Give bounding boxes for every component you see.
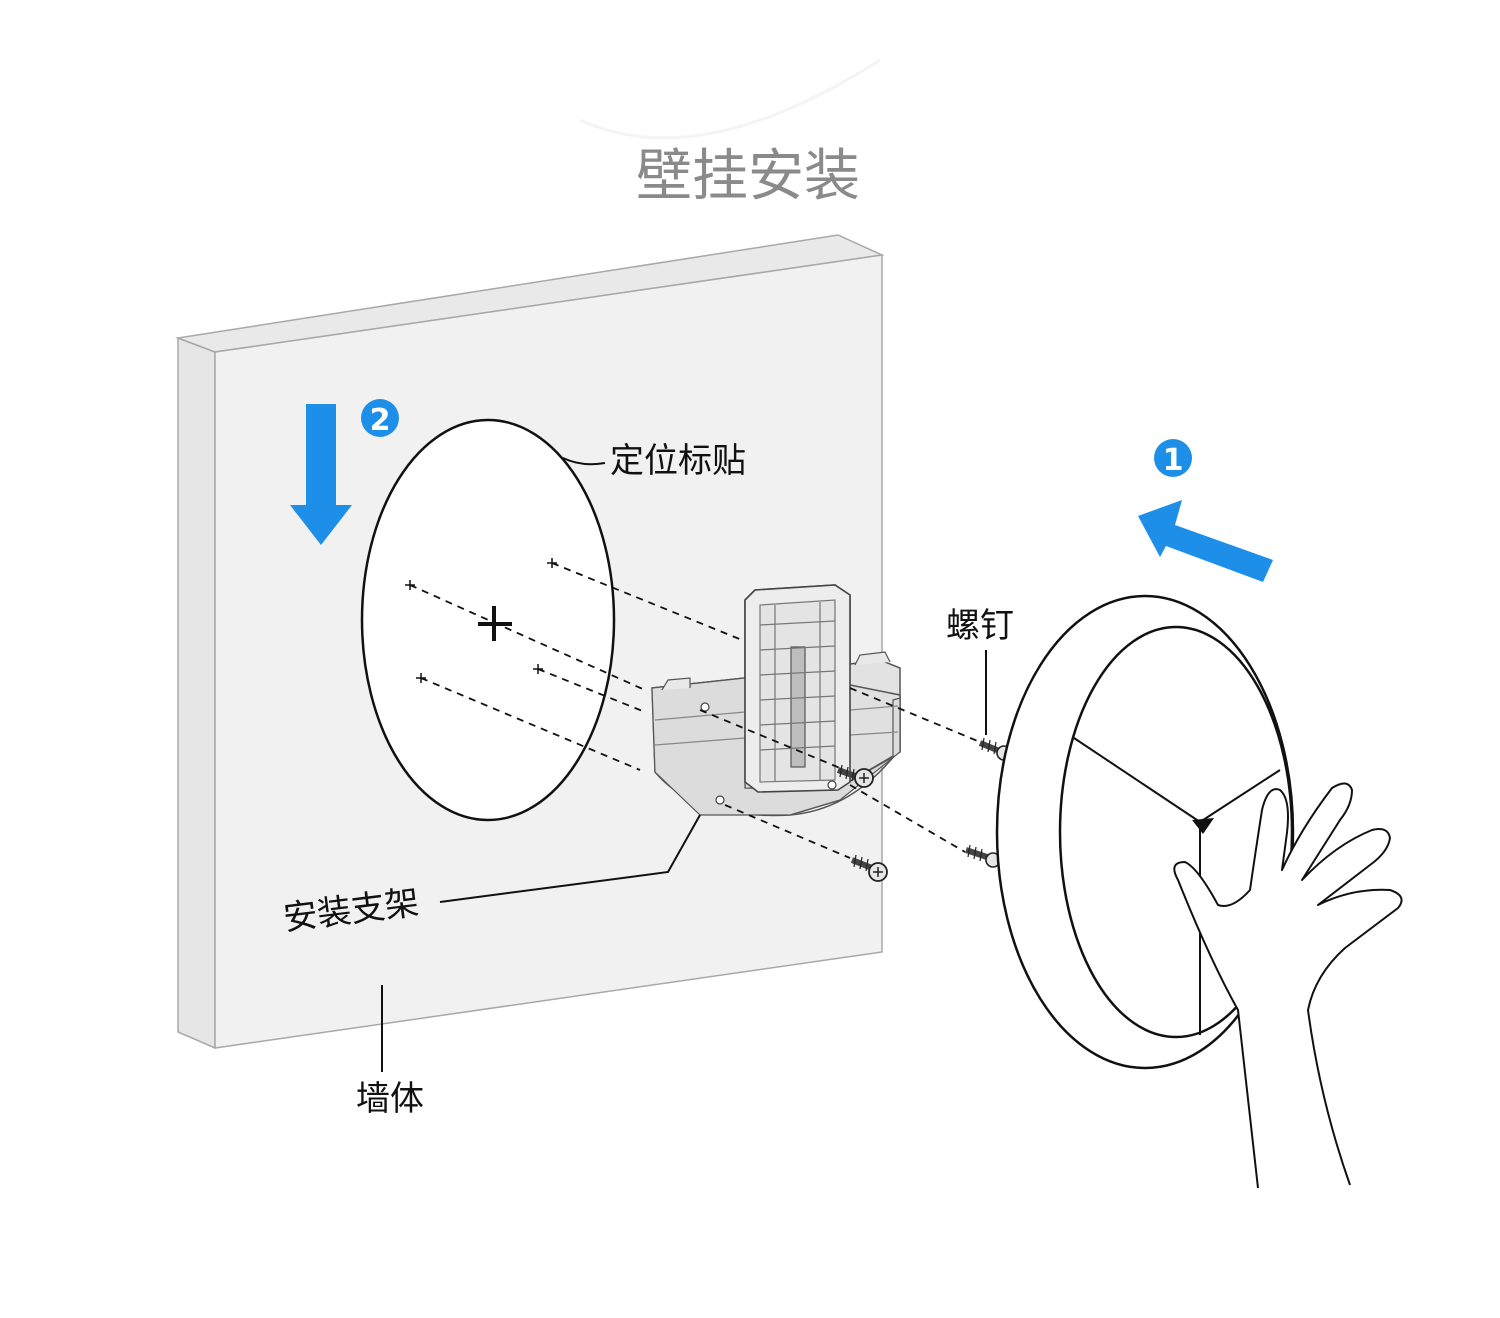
hand-illustration <box>1173 782 1403 1189</box>
mounting-bracket <box>651 584 901 817</box>
sticker-leader-line <box>562 457 606 466</box>
screw-device-lower <box>965 844 1001 868</box>
screw-bracket-upper <box>837 764 874 788</box>
step-2-number: 2 <box>370 403 391 438</box>
wall-label: 墙体 <box>356 1079 424 1119</box>
step-1-arrow <box>1138 500 1273 582</box>
screws-label: 螺钉 <box>946 606 1014 646</box>
step-2-down-arrow <box>290 404 352 545</box>
sticker-label: 定位标贴 <box>610 441 746 481</box>
bracket-leader-line <box>439 814 701 903</box>
positioning-sticker <box>360 418 616 822</box>
decorative-arc <box>579 58 881 140</box>
diagram-title: 壁挂安装 <box>636 144 860 209</box>
screw-bracket-lower <box>850 854 888 882</box>
alignment-guides <box>409 562 981 859</box>
step-2-badge: 2 <box>361 399 399 438</box>
step-1-number: 1 <box>1163 443 1184 478</box>
step-1-badge: 1 <box>1154 439 1192 478</box>
